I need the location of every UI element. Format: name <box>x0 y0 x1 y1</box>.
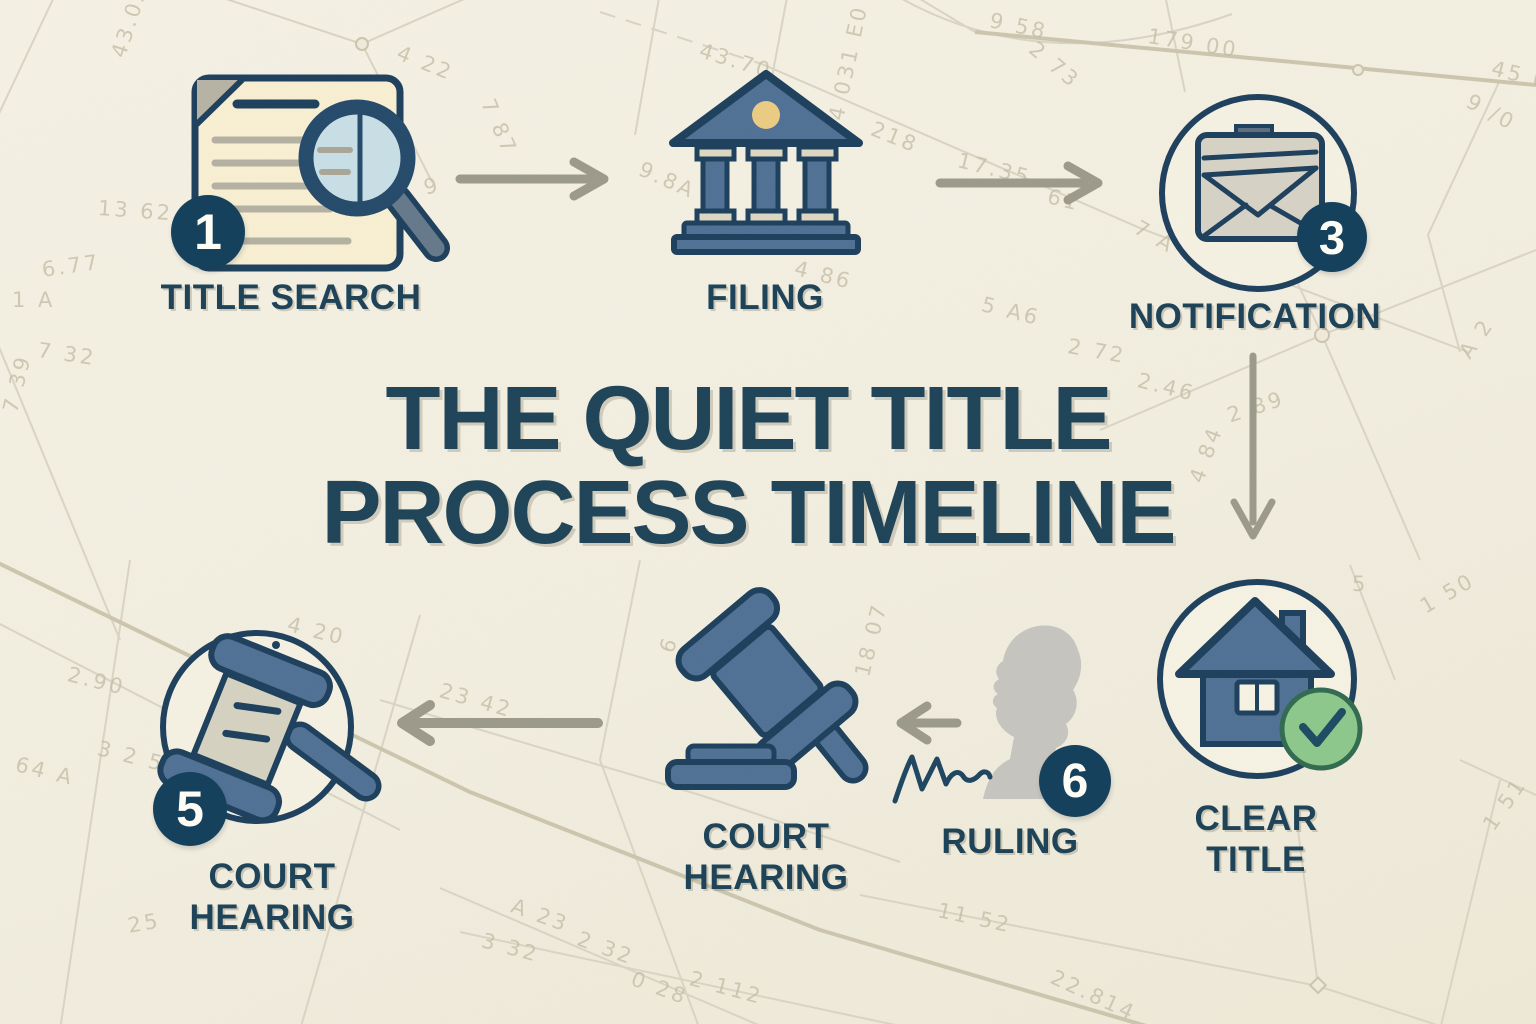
plat-number: 6.77 <box>40 249 102 282</box>
plat-number: 2 112 <box>686 966 766 1010</box>
step-number-badge: 1 <box>171 195 245 269</box>
page-title: THE QUIET TITLE PROCESS TIMELINE <box>321 369 1176 563</box>
step-number: 6 <box>1061 754 1089 808</box>
plat-number: 1 51 <box>1478 772 1532 835</box>
arrow-right-1 <box>455 157 609 201</box>
plat-number: 1 50 <box>1416 568 1479 619</box>
plat-number: 22.814 <box>1046 965 1140 1024</box>
step-label-line2: HEARING <box>683 858 849 897</box>
plat-number: 7 39 <box>0 352 36 415</box>
step-label-ruling: RULING <box>941 822 1079 861</box>
step-number-badge: 5 <box>153 772 227 846</box>
arrow-right-2 <box>935 161 1103 205</box>
plat-number: A 2 <box>1454 313 1499 363</box>
step-label-line1: COURT <box>702 817 830 856</box>
plat-number: 64 A <box>13 752 77 791</box>
plat-number: 2.90 <box>65 662 128 700</box>
gavel-icon <box>665 587 869 790</box>
arrow-down <box>1230 352 1276 540</box>
step-label-clear-title: CLEAR TITLE <box>1194 798 1317 880</box>
step-label-line1: CLEAR <box>1194 799 1318 838</box>
plat-number: 5 A6 <box>979 292 1043 331</box>
signature-scribble <box>892 754 993 804</box>
plat-number: 11 52 <box>935 898 1014 938</box>
courthouse-icon <box>669 70 863 255</box>
step-label-title-search: TITLE SEARCH <box>160 278 422 317</box>
plat-number: 218 <box>867 116 923 158</box>
step-number-badge: 6 <box>1039 745 1111 817</box>
plat-number: 4 84 <box>1184 422 1228 487</box>
plat-number: A 23 <box>507 893 573 937</box>
page-title-line1: THE QUIET TITLE <box>385 369 1113 469</box>
plat-number: 9 58 <box>987 8 1050 44</box>
step-label-notification: NOTIFICATION <box>1128 297 1382 336</box>
plat-number: 179 00 <box>1146 24 1241 63</box>
plat-number: 1 A <box>12 288 56 312</box>
plat-number: 7 87 <box>476 95 522 159</box>
plat-number: 9 /0 <box>1462 89 1520 136</box>
step-number: 3 <box>1318 210 1346 264</box>
plat-number: 0 28 <box>627 966 692 1010</box>
plat-number: 2 73 <box>1024 36 1085 93</box>
step-label-line2: TITLE <box>1206 840 1306 879</box>
plat-number: 45 0 <box>1489 56 1536 94</box>
step-number: 1 <box>194 204 222 260</box>
step-number-badge: 3 <box>1297 202 1367 272</box>
house-check-icon <box>1157 579 1363 779</box>
plat-number: 3 32 <box>478 928 542 967</box>
plat-number: 7 32 <box>36 338 98 371</box>
step-number: 5 <box>176 781 204 837</box>
plat-number: 2 72 <box>1065 334 1128 369</box>
page-title-line2: PROCESS TIMELINE <box>321 463 1176 563</box>
step-label-filing: FILING <box>706 278 824 317</box>
step-label-court-hearing-center: COURT HEARING <box>684 816 849 898</box>
plat-number: 25 <box>125 908 163 938</box>
step-label-court-hearing-left: COURT HEARING <box>190 856 355 938</box>
step-label-line2: HEARING <box>189 898 355 937</box>
arrow-left-2 <box>397 700 603 746</box>
step-label-line1: COURT <box>208 857 336 896</box>
plat-number: 2 32 <box>573 926 638 970</box>
plat-number: 43.03 <box>106 0 153 61</box>
